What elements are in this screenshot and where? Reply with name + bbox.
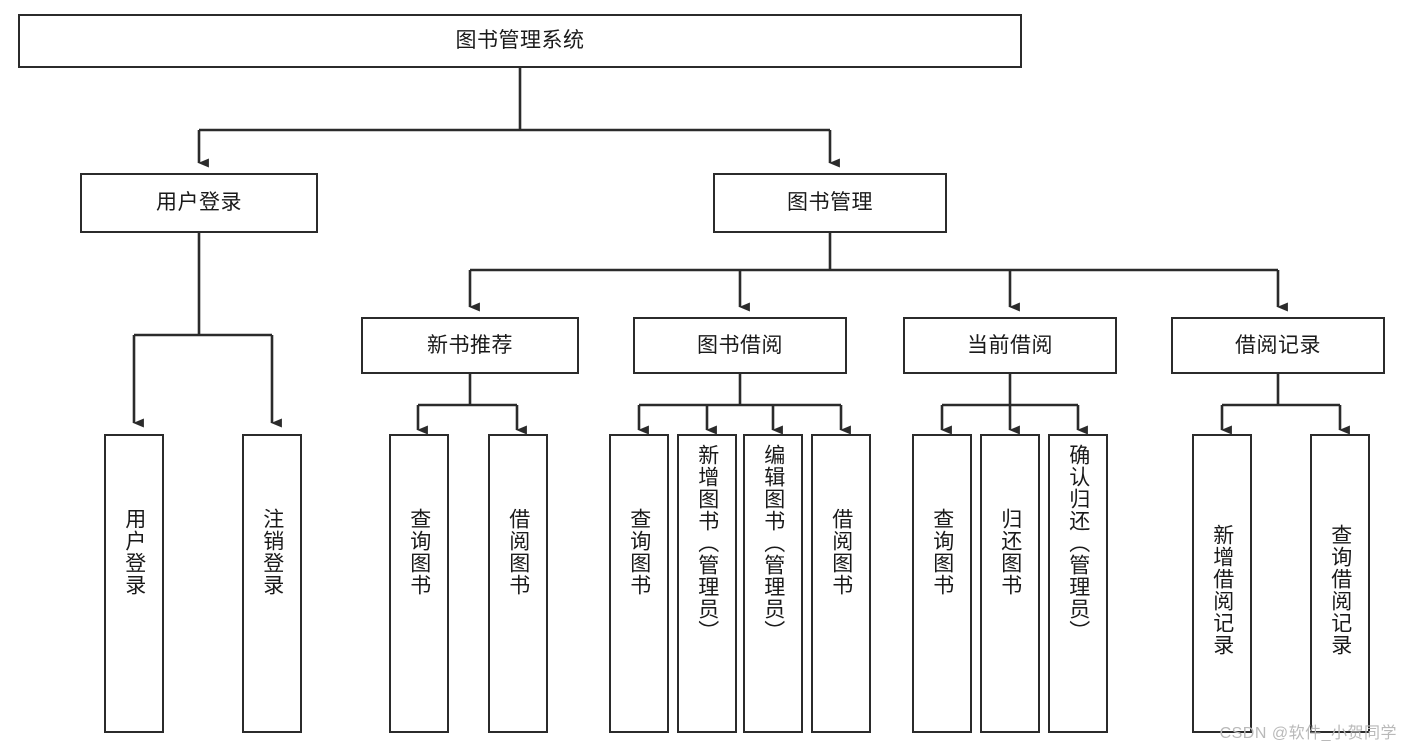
leaf-current-borrow-confirm[interactable]: 确认归还（管理员） — [1048, 434, 1108, 733]
node-root-label: 图书管理系统 — [455, 29, 585, 53]
leaf-user-login-login-label: 用户登录 — [122, 508, 146, 596]
node-current-borrow[interactable]: 当前借阅 — [903, 317, 1117, 374]
leaf-current-borrow-return[interactable]: 归还图书 — [980, 434, 1040, 733]
node-user-login[interactable]: 用户登录 — [80, 173, 318, 233]
leaf-book-borrow-query-label: 查询图书 — [627, 508, 651, 596]
leaf-current-borrow-confirm-label: 确认归还（管理员） — [1066, 444, 1090, 642]
leaf-book-borrow-add-label: 新增图书（管理员） — [695, 444, 719, 642]
node-new-book-recommend-label: 新书推荐 — [427, 333, 513, 357]
leaf-new-book-query-label: 查询图书 — [407, 508, 431, 596]
node-book-manage-label: 图书管理 — [787, 191, 873, 215]
node-book-borrow[interactable]: 图书借阅 — [633, 317, 847, 374]
leaf-borrow-record-query[interactable]: 查询借阅记录 — [1310, 434, 1370, 733]
leaf-borrow-record-query-label: 查询借阅记录 — [1328, 524, 1352, 656]
node-book-borrow-label: 图书借阅 — [697, 333, 783, 357]
leaf-borrow-record-add[interactable]: 新增借阅记录 — [1192, 434, 1252, 733]
leaf-borrow-record-add-label: 新增借阅记录 — [1210, 524, 1234, 656]
leaf-book-borrow-edit-label: 编辑图书（管理员） — [761, 444, 785, 642]
node-borrow-record[interactable]: 借阅记录 — [1171, 317, 1385, 374]
leaf-user-login-logout-label: 注销登录 — [260, 508, 284, 596]
node-current-borrow-label: 当前借阅 — [967, 333, 1053, 357]
leaf-current-borrow-query-label: 查询图书 — [930, 508, 954, 596]
leaf-user-login-login[interactable]: 用户登录 — [104, 434, 164, 733]
leaf-current-borrow-return-label: 归还图书 — [998, 508, 1022, 596]
node-user-login-label: 用户登录 — [156, 191, 242, 215]
node-book-manage[interactable]: 图书管理 — [713, 173, 947, 233]
leaf-new-book-borrow[interactable]: 借阅图书 — [488, 434, 548, 733]
leaf-book-borrow-query[interactable]: 查询图书 — [609, 434, 669, 733]
node-root[interactable]: 图书管理系统 — [18, 14, 1022, 68]
node-borrow-record-label: 借阅记录 — [1235, 333, 1321, 357]
leaf-new-book-query[interactable]: 查询图书 — [389, 434, 449, 733]
leaf-current-borrow-query[interactable]: 查询图书 — [912, 434, 972, 733]
node-new-book-recommend[interactable]: 新书推荐 — [361, 317, 579, 374]
leaf-book-borrow-add[interactable]: 新增图书（管理员） — [677, 434, 737, 733]
leaf-book-borrow-borrow-label: 借阅图书 — [829, 508, 853, 596]
leaf-new-book-borrow-label: 借阅图书 — [506, 508, 530, 596]
leaf-user-login-logout[interactable]: 注销登录 — [242, 434, 302, 733]
leaf-book-borrow-borrow[interactable]: 借阅图书 — [811, 434, 871, 733]
leaf-book-borrow-edit[interactable]: 编辑图书（管理员） — [743, 434, 803, 733]
